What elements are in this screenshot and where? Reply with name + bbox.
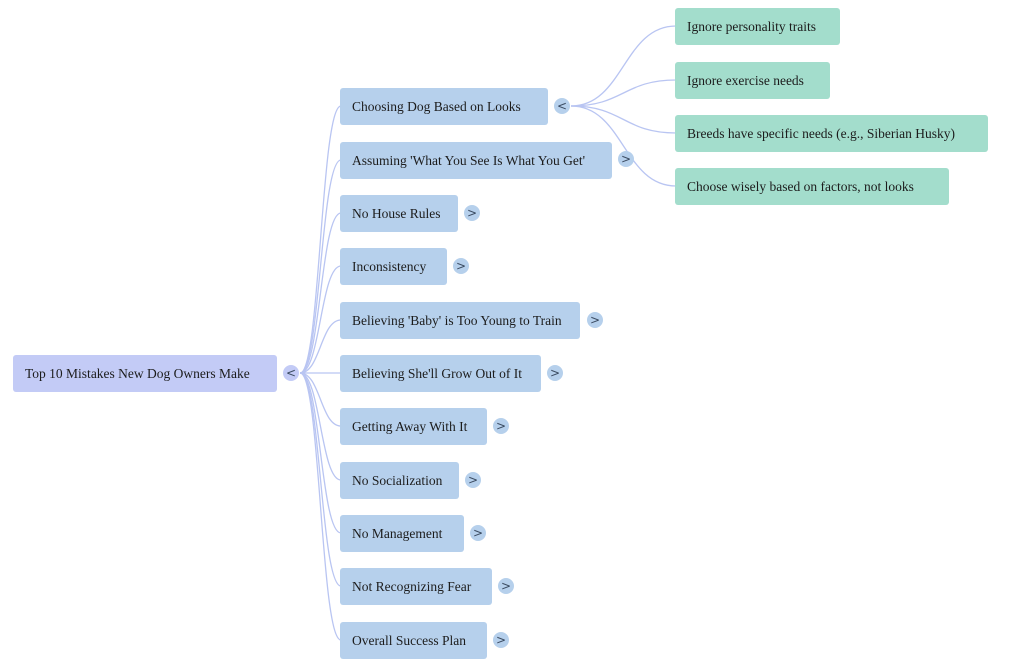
root-to-branch-link — [299, 372, 342, 641]
expand-toggle[interactable]: > — [498, 578, 514, 594]
branch-node-grow-out-of-it[interactable]: Believing She'll Grow Out of It — [340, 355, 541, 392]
root-to-branch-link — [299, 265, 342, 374]
branch-node-baby-too-young[interactable]: Believing 'Baby' is Too Young to Train — [340, 302, 580, 339]
branch-node-inconsistency[interactable]: Inconsistency — [340, 248, 447, 285]
branch-label: Inconsistency — [352, 258, 427, 274]
root-to-branch-link — [299, 159, 342, 374]
branch-node-no-socialization[interactable]: No Socialization — [340, 462, 459, 499]
leaf-node-ignore-exercise[interactable]: Ignore exercise needs — [675, 62, 830, 99]
expand-toggle[interactable]: > — [464, 205, 480, 221]
expand-toggle[interactable]: > — [453, 258, 469, 274]
root-to-branch-link — [299, 212, 342, 374]
expand-toggle[interactable]: > — [587, 312, 603, 328]
leaf-label: Choose wisely based on factors, not look… — [687, 178, 914, 194]
branch-node-not-recognizing-fear[interactable]: Not Recognizing Fear — [340, 568, 492, 605]
branch-to-leaf-link — [570, 105, 677, 134]
branch-node-overall-success-plan[interactable]: Overall Success Plan — [340, 622, 487, 659]
root-collapse-toggle[interactable]: < — [283, 365, 299, 381]
branch-label: Believing 'Baby' is Too Young to Train — [352, 312, 562, 328]
branch-node-no-management[interactable]: No Management — [340, 515, 464, 552]
branch-node-getting-away-with-it[interactable]: Getting Away With It — [340, 408, 487, 445]
branch-node-what-you-see[interactable]: Assuming 'What You See Is What You Get' — [340, 142, 612, 179]
leaf-node-ignore-personality[interactable]: Ignore personality traits — [675, 8, 840, 45]
root-to-branch-link — [299, 372, 342, 481]
root-to-branch-link — [299, 372, 342, 534]
root-to-branch-link — [299, 372, 342, 587]
root-node-label: Top 10 Mistakes New Dog Owners Make — [25, 365, 250, 381]
branch-to-leaf-link — [570, 25, 677, 107]
leaf-label: Ignore personality traits — [687, 18, 816, 34]
expand-toggle[interactable]: > — [493, 418, 509, 434]
branch-to-leaf-link — [570, 79, 677, 107]
expand-toggle[interactable]: > — [470, 525, 486, 541]
root-to-branch-link — [299, 372, 342, 427]
expand-toggle[interactable]: > — [547, 365, 563, 381]
root-node[interactable]: Top 10 Mistakes New Dog Owners Make — [13, 355, 277, 392]
leaf-node-breeds-specific-needs[interactable]: Breeds have specific needs (e.g., Siberi… — [675, 115, 988, 152]
branch-label: No Management — [352, 525, 443, 541]
expand-toggle[interactable]: > — [465, 472, 481, 488]
branch-label: Getting Away With It — [352, 418, 468, 434]
root-to-branch-link — [299, 319, 342, 374]
branch-label: No House Rules — [352, 205, 441, 221]
branch-node-no-house-rules[interactable]: No House Rules — [340, 195, 458, 232]
leaf-node-choose-wisely[interactable]: Choose wisely based on factors, not look… — [675, 168, 949, 205]
expand-toggle[interactable]: > — [493, 632, 509, 648]
branch-label: Choosing Dog Based on Looks — [352, 98, 521, 114]
leaf-label: Breeds have specific needs (e.g., Siberi… — [687, 125, 956, 141]
branch-node-choosing-dog-based-on-looks[interactable]: Choosing Dog Based on Looks — [340, 88, 548, 125]
root-to-branch-link — [299, 105, 342, 374]
branch-label: Overall Success Plan — [352, 632, 466, 648]
collapse-toggle[interactable]: < — [554, 98, 570, 114]
leaf-label: Ignore exercise needs — [687, 72, 804, 88]
branch-label: Assuming 'What You See Is What You Get' — [352, 152, 586, 168]
branch-label: Not Recognizing Fear — [352, 578, 472, 594]
branch-to-leaf-link — [570, 105, 677, 187]
branch-label: No Socialization — [352, 472, 443, 488]
branch-label: Believing She'll Grow Out of It — [352, 365, 523, 381]
expand-toggle[interactable]: > — [618, 151, 634, 167]
